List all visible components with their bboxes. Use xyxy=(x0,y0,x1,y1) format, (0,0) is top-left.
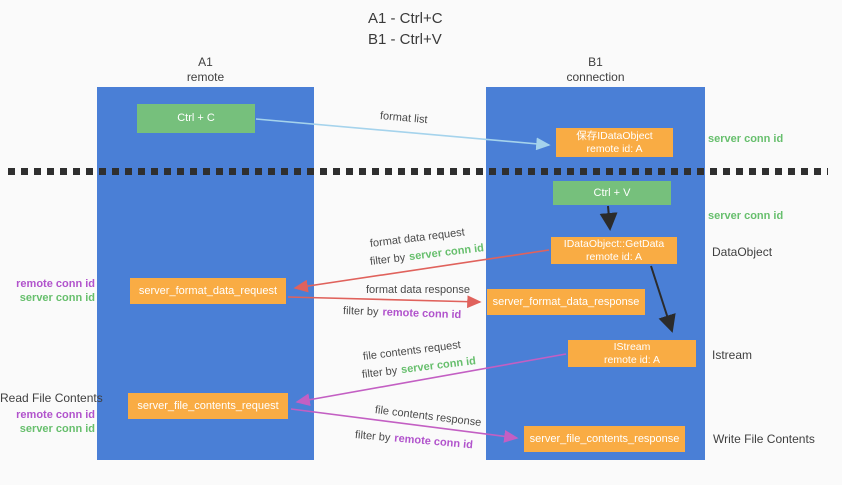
node-save-idataobject-line2: remote id: A xyxy=(586,142,643,155)
node-server-format-data-request: server_format_data_request xyxy=(130,278,286,304)
node-ctrl-v-label: Ctrl + V xyxy=(593,186,631,199)
filter-prefix: filter by xyxy=(354,429,391,445)
lifeline-b1-role: connection xyxy=(566,70,625,84)
filter-key-server-conn-id: server conn id xyxy=(400,355,477,377)
annotation-read-file-contents: Read File Contents xyxy=(0,391,103,405)
node-ctrl-c-label: Ctrl + C xyxy=(177,112,215,124)
diagram-title: A1 - Ctrl+C B1 - Ctrl+V xyxy=(368,8,443,50)
node-server-file-contents-response: server_file_contents_response xyxy=(524,426,685,452)
node-save-idataobject-line1: 保存IDataObject xyxy=(576,129,653,142)
filter-key-remote-conn-id: remote conn id xyxy=(382,306,462,322)
node-server-format-data-request-label: server_format_data_request xyxy=(138,284,278,297)
node-server-file-contents-request-label: server_file_contents_request xyxy=(137,399,279,412)
annotation-remote-conn-id-mid: remote conn id xyxy=(16,278,95,290)
annotation-remote-conn-id-bottom: remote conn id xyxy=(16,409,95,421)
edge-label-format-data-response: format data response xyxy=(366,284,470,296)
title-line-1: A1 - Ctrl+C xyxy=(368,10,443,27)
node-ctrl-v: Ctrl + V xyxy=(553,181,671,205)
lifeline-b1-name: B1 xyxy=(588,55,603,69)
node-istream-line2: remote id: A xyxy=(603,353,661,366)
filter-key-remote-conn-id: remote conn id xyxy=(393,432,474,452)
annotation-server-conn-id-mid: server conn id xyxy=(708,210,784,222)
lifeline-header-a1: A1 remote xyxy=(97,55,314,85)
lifeline-header-b1: B1 connection xyxy=(486,55,705,85)
lifeline-a1-name: A1 xyxy=(198,55,213,69)
filter-prefix: filter by xyxy=(369,251,406,268)
edge-label-file-contents-response: file contents response xyxy=(374,404,482,429)
annotation-write-file-contents: Write File Contents xyxy=(713,432,815,446)
annotation-server-conn-id-top: server conn id xyxy=(708,133,784,145)
annotation-server-conn-id-mid-left: server conn id xyxy=(19,292,95,304)
lifeline-a1-role: remote xyxy=(186,70,225,84)
node-idataobject-getdata-line2: remote id: A xyxy=(585,250,643,263)
node-istream-line1: IStream xyxy=(613,340,651,353)
node-idataobject-getdata-line1: IDataObject::GetData xyxy=(563,237,665,250)
annotation-dataobject: DataObject xyxy=(712,245,773,259)
title-line-2: B1 - Ctrl+V xyxy=(368,31,442,48)
edge-label-format-list: format list xyxy=(379,110,429,127)
node-idataobject-getdata: IDataObject::GetData remote id: A xyxy=(551,237,677,264)
node-server-file-contents-response-label: server_file_contents_response xyxy=(529,432,680,445)
node-save-idataobject: 保存IDataObject remote id: A xyxy=(556,128,673,157)
node-istream: IStream remote id: A xyxy=(568,340,696,367)
node-server-format-data-response-label: server_format_data_response xyxy=(492,295,640,308)
node-server-file-contents-request: server_file_contents_request xyxy=(128,393,288,419)
annotation-server-conn-id-bottom: server conn id xyxy=(19,423,95,435)
filter-prefix: filter by xyxy=(361,364,398,381)
node-server-format-data-response: server_format_data_response xyxy=(487,289,645,315)
annotation-istream: Istream xyxy=(712,348,753,362)
filter-prefix: filter by xyxy=(342,305,379,319)
dotted-separator-line xyxy=(8,168,828,175)
node-ctrl-c: Ctrl + C xyxy=(137,104,255,133)
format-data-response-arrow xyxy=(287,295,482,309)
filter-key-server-conn-id: server conn id xyxy=(408,242,485,264)
